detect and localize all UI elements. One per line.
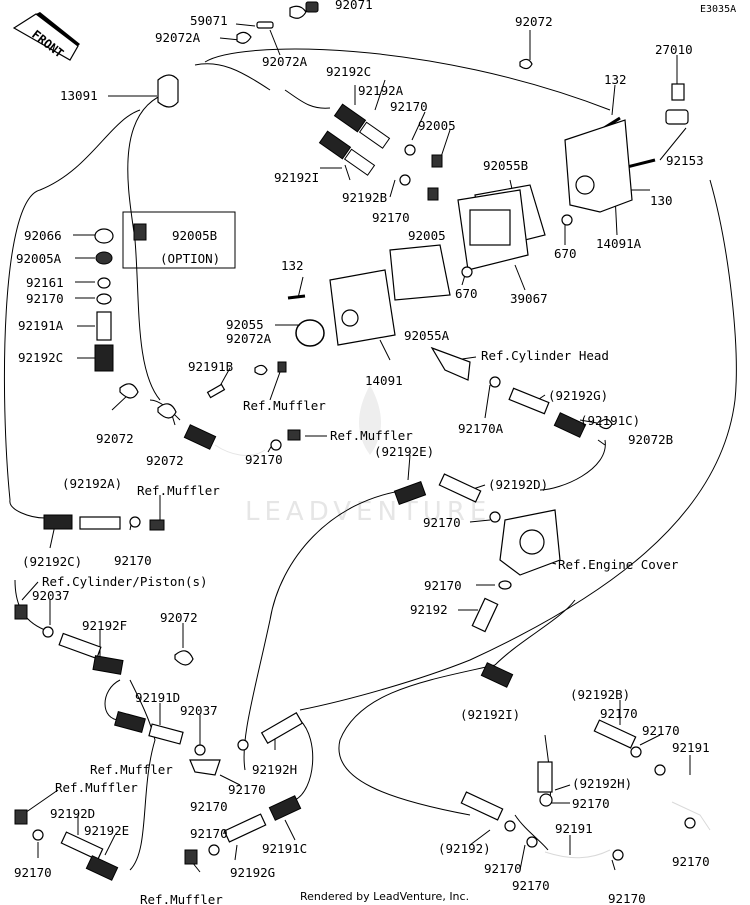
label-ref-cylinder-pistons: Ref.Cylinder/Piston(s) (42, 574, 208, 589)
label-27010: 27010 (655, 42, 693, 57)
label-ref-muffler: Ref.Muffler (330, 428, 413, 443)
label-92072: 92072 (146, 453, 184, 468)
label-92192: 92192 (410, 602, 448, 617)
label-670: 670 (554, 246, 577, 261)
label-92170: 92170 (228, 782, 266, 797)
label-92037: 92037 (180, 703, 218, 718)
label-132: 132 (604, 72, 627, 87)
label-92170: 92170 (424, 578, 462, 593)
label-92191c: (92191C) (580, 413, 640, 428)
label-ref-muffler: Ref.Muffler (90, 762, 173, 777)
label-92072: 92072 (515, 14, 553, 29)
label-92192: (92192) (438, 841, 491, 856)
watermark-text: LEADVENTURE (245, 497, 491, 527)
diagram-code: E3035A (700, 4, 736, 15)
label-92037: 92037 (32, 588, 70, 603)
label-92192g: (92192G) (548, 388, 608, 403)
label-92192c: 92192C (326, 64, 371, 79)
label-92170: 92170 (26, 291, 64, 306)
label-132: 132 (281, 258, 304, 273)
label-92191b: 92191B (188, 359, 233, 374)
option-box (122, 211, 236, 269)
label-92191a: 92191A (18, 318, 64, 333)
label-92153: 92153 (666, 153, 704, 168)
label-92055a: 92055A (404, 328, 450, 343)
label-92170: 92170 (390, 99, 428, 114)
label-130: 130 (650, 193, 673, 208)
label-92005: 92005 (408, 228, 446, 243)
label-92055: 92055 (226, 317, 264, 332)
label-92192d: (92192D) (488, 477, 548, 492)
label-92170: 92170 (423, 515, 461, 530)
part-labels: 59071 92071 92072A 92072A 92072 13091 92… (14, 0, 710, 905)
label-92191: 92191 (555, 821, 593, 836)
label-92005b: 92005B (172, 228, 217, 243)
label-92161: 92161 (26, 275, 64, 290)
label-92072a: 92072A (155, 30, 201, 45)
label-92072: 92072 (160, 610, 198, 625)
label-92191d: 92191D (135, 690, 180, 705)
front-arrow-icon: FRONT (12, 12, 80, 61)
label-92192a: 92192A (358, 83, 404, 98)
label-92192b: 92192B (342, 190, 387, 205)
label-ref-cylinder-head: Ref.Cylinder Head (481, 348, 609, 363)
label-92192i: (92192I) (460, 707, 520, 722)
label-92191: 92191 (672, 740, 710, 755)
label-92170: 92170 (600, 706, 638, 721)
label-39067: 39067 (510, 291, 548, 306)
label-92192d: 92192D (50, 806, 95, 821)
footer-credit: Rendered by LeadVenture, Inc. (300, 890, 469, 903)
label-13091: 13091 (60, 88, 98, 103)
label-92170a: 92170A (458, 421, 504, 436)
option-label: (OPTION) (160, 251, 220, 266)
label-14091a: 14091A (596, 236, 642, 251)
label-92192h: 92192H (252, 762, 297, 777)
label-92005: 92005 (418, 118, 456, 133)
label-92170: 92170 (190, 799, 228, 814)
label-92170: 92170 (572, 796, 610, 811)
label-92192e: 92192E (84, 823, 129, 838)
label-92192f: 92192F (82, 618, 127, 633)
label-92072b: 92072B (628, 432, 673, 447)
label-92055b: 92055B (483, 158, 528, 173)
label-ref-muffler: Ref.Muffler (55, 780, 138, 795)
label-14091: 14091 (365, 373, 403, 388)
label-92170: 92170 (372, 210, 410, 225)
label-59071: 59071 (190, 13, 228, 28)
label-92066: 92066 (24, 228, 62, 243)
parts (14, 1, 711, 881)
label-92170: 92170 (245, 452, 283, 467)
label-92170: 92170 (512, 878, 550, 893)
label-92072a: 92072A (226, 331, 272, 346)
label-92192c: 92192C (18, 350, 63, 365)
watermark: LEADVENTURE (245, 385, 491, 527)
label-92072: 92072 (96, 431, 134, 446)
label-92170: 92170 (14, 865, 52, 880)
label-92170: 92170 (672, 854, 710, 869)
label-ref-muffler: Ref.Muffler (137, 483, 220, 498)
label-92170: 92170 (114, 553, 152, 568)
label-92192h: (92192H) (572, 776, 632, 791)
label-92192e: (92192E) (374, 444, 434, 459)
label-ref-engine-cover: Ref.Engine Cover (558, 557, 679, 572)
label-92192g: 92192G (230, 865, 275, 880)
label-92170: 92170 (642, 723, 680, 738)
label-92170-bottom: 92170 (608, 891, 646, 905)
label-92170: 92170 (484, 861, 522, 876)
label-92192a: (92192A) (62, 476, 122, 491)
label-92192b: (92192B) (570, 687, 630, 702)
label-92005a: 92005A (16, 251, 62, 266)
label-92170: 92170 (190, 826, 228, 841)
label-92192c: (92192C) (22, 554, 82, 569)
label-92192i: 92192I (274, 170, 319, 185)
label-ref-muffler: Ref.Muffler (140, 892, 223, 905)
label-ref-muffler: Ref.Muffler (243, 398, 326, 413)
label-92191c: 92191C (262, 841, 307, 856)
hose-routing-lines (3, 48, 737, 871)
label-92072a: 92072A (262, 54, 308, 69)
label-670: 670 (455, 286, 478, 301)
label-92071: 92071 (335, 0, 373, 12)
